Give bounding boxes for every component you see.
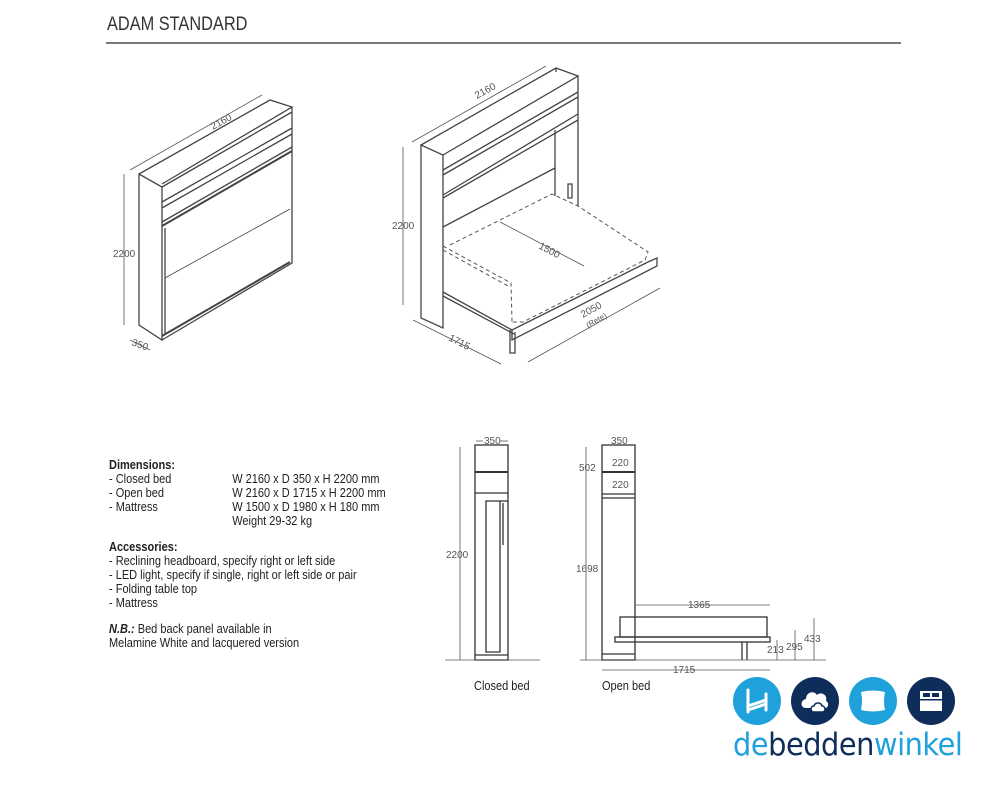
closed-bed-caption: Closed bed	[474, 679, 530, 693]
iso-closed-height-label: 2200	[113, 249, 136, 260]
height-213-label: 213	[767, 645, 784, 656]
note-line: N.B.: Bed back panel available in	[109, 622, 272, 636]
height-295-label: 295	[786, 642, 803, 653]
bed-length-label: 1365	[688, 600, 711, 611]
lower-section-label: 1698	[576, 564, 599, 575]
logo-wordmark: debeddenwinkel	[733, 727, 963, 763]
accessory-item: - Folding table top	[109, 582, 198, 596]
pillow-icon	[849, 677, 897, 725]
note-label: N.B.:	[109, 622, 135, 636]
accessories-heading: Accessories:	[109, 540, 178, 554]
side-open-depth-label: 350	[611, 436, 628, 447]
dimensions-heading: Dimensions:	[109, 458, 176, 472]
debeddenwinkel-logo[interactable]: debeddenwinkel	[733, 677, 963, 767]
side-closed-depth-label: 350	[484, 436, 501, 447]
side-closed-height-label: 2200	[446, 550, 469, 561]
cloud-icon	[791, 677, 839, 725]
iso-open-height-label: 2200	[392, 221, 415, 232]
page-title: ADAM STANDARD	[107, 14, 248, 35]
double-bed-icon	[907, 677, 955, 725]
accessory-item: - LED light, specify if single, right or…	[109, 568, 357, 582]
total-depth-label: 1715	[673, 665, 696, 676]
note-line: Melamine White and lacquered version	[109, 636, 300, 650]
accessory-item: - Mattress	[109, 596, 158, 610]
height-433-label: 433	[804, 634, 821, 645]
header-divider	[106, 42, 901, 44]
accessory-item: - Reclining headboard, specify right or …	[109, 554, 336, 568]
top-section-label: 502	[579, 463, 596, 474]
dimension-row: Weight 29-32 kg	[232, 514, 313, 528]
shelf2-label: 220	[612, 480, 629, 491]
open-bed-caption: Open bed	[602, 679, 651, 693]
bed-icon	[733, 677, 781, 725]
shelf1-label: 220	[612, 458, 629, 469]
